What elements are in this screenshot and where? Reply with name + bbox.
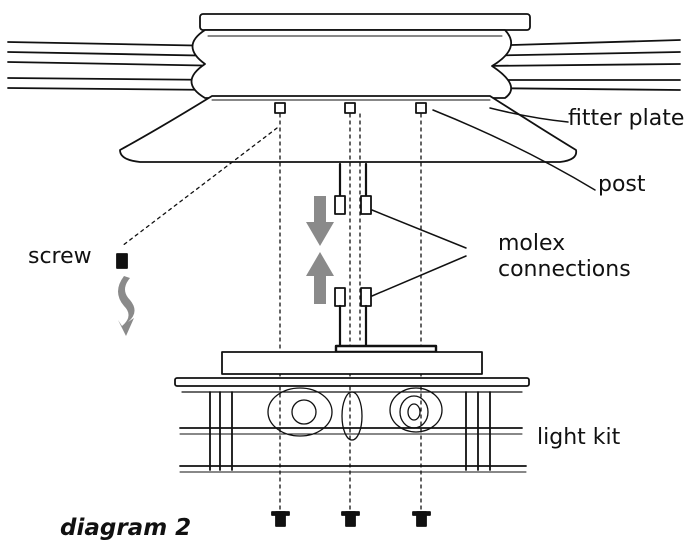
leader-lines — [371, 107, 596, 297]
light-bulbs — [267, 387, 443, 441]
post-right — [415, 102, 427, 114]
molex-label-line2: connections — [498, 257, 631, 282]
post-left — [274, 102, 286, 114]
motor-housing — [190, 13, 531, 99]
arrow-up-icon — [306, 252, 334, 304]
post-label: post — [598, 172, 646, 197]
screw-bottom-center — [341, 511, 360, 527]
screw-bottom-right — [412, 511, 431, 527]
light-kit-label: light kit — [537, 425, 621, 450]
screw-top — [116, 253, 128, 269]
twist-arrow-icon — [118, 276, 135, 336]
post-center — [344, 102, 356, 114]
arrow-down-icon — [306, 196, 334, 246]
screw-label: screw — [28, 244, 92, 269]
screw-bottom-left — [271, 511, 290, 527]
molex-label-line1: molex — [498, 231, 566, 256]
molex-connections — [334, 162, 372, 348]
diagram-caption: diagram 2 — [60, 515, 192, 541]
light-kit — [174, 344, 530, 473]
alignment-guides — [121, 113, 422, 513]
fitter-plate-label: fitter plate — [568, 106, 685, 131]
fitter-plate — [119, 95, 578, 163]
